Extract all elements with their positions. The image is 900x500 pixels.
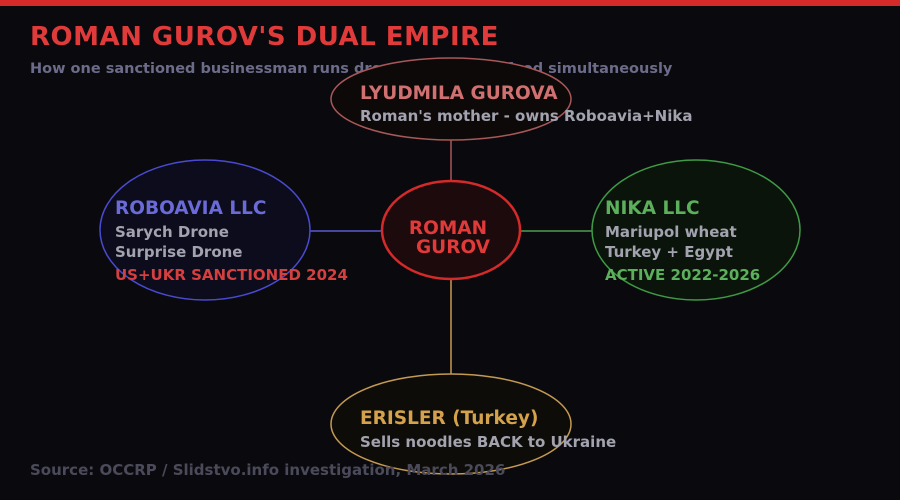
node-nika-title: NIKA LLC xyxy=(605,198,700,219)
top-accent-bar xyxy=(0,0,900,6)
node-center-line-2: GUROV xyxy=(416,237,491,258)
node-erisler-title: ERISLER (Turkey) xyxy=(360,408,538,429)
node-roboavia-title: ROBOAVIA LLC xyxy=(115,198,266,219)
node-lyudmila: LYUDMILA GUROVA Roman's mother - owns Ro… xyxy=(330,57,692,141)
source-note: Source: OCCRP / Slidstvo.info investigat… xyxy=(30,461,505,479)
node-roboavia-status: US+UKR SANCTIONED 2024 xyxy=(115,266,348,284)
node-lyudmila-desc: Roman's mother - owns Roboavia+Nika xyxy=(360,107,692,125)
node-lyudmila-ellipse xyxy=(330,57,572,141)
node-roboavia-item-1: Sarych Drone xyxy=(115,223,229,241)
node-erisler: ERISLER (Turkey) Sells noodles BACK to U… xyxy=(330,373,616,475)
node-nika-status: ACTIVE 2022-2026 xyxy=(605,266,760,284)
node-nika-ellipse xyxy=(591,159,801,301)
node-roboavia-ellipse xyxy=(99,159,311,301)
node-roboavia-item-2: Surprise Drone xyxy=(115,243,243,261)
node-center-roman-gurov: ROMAN GUROV xyxy=(380,179,522,281)
node-nika-item-1: Mariupol wheat xyxy=(605,223,737,241)
node-center-ellipse xyxy=(380,179,522,281)
page-title: ROMAN GUROV'S DUAL EMPIRE xyxy=(30,22,499,52)
node-roboavia: ROBOAVIA LLC Sarych Drone Surprise Drone… xyxy=(99,159,348,301)
page-subtitle: How one sanctioned businessman runs dron… xyxy=(30,61,673,77)
node-lyudmila-title: LYUDMILA GUROVA xyxy=(360,83,558,104)
node-center-line-1: ROMAN xyxy=(409,218,487,239)
node-nika: NIKA LLC Mariupol wheat Turkey + Egypt A… xyxy=(591,159,801,301)
node-erisler-desc: Sells noodles BACK to Ukraine xyxy=(360,433,616,451)
node-nika-item-2: Turkey + Egypt xyxy=(605,243,733,261)
node-erisler-ellipse xyxy=(330,373,572,475)
